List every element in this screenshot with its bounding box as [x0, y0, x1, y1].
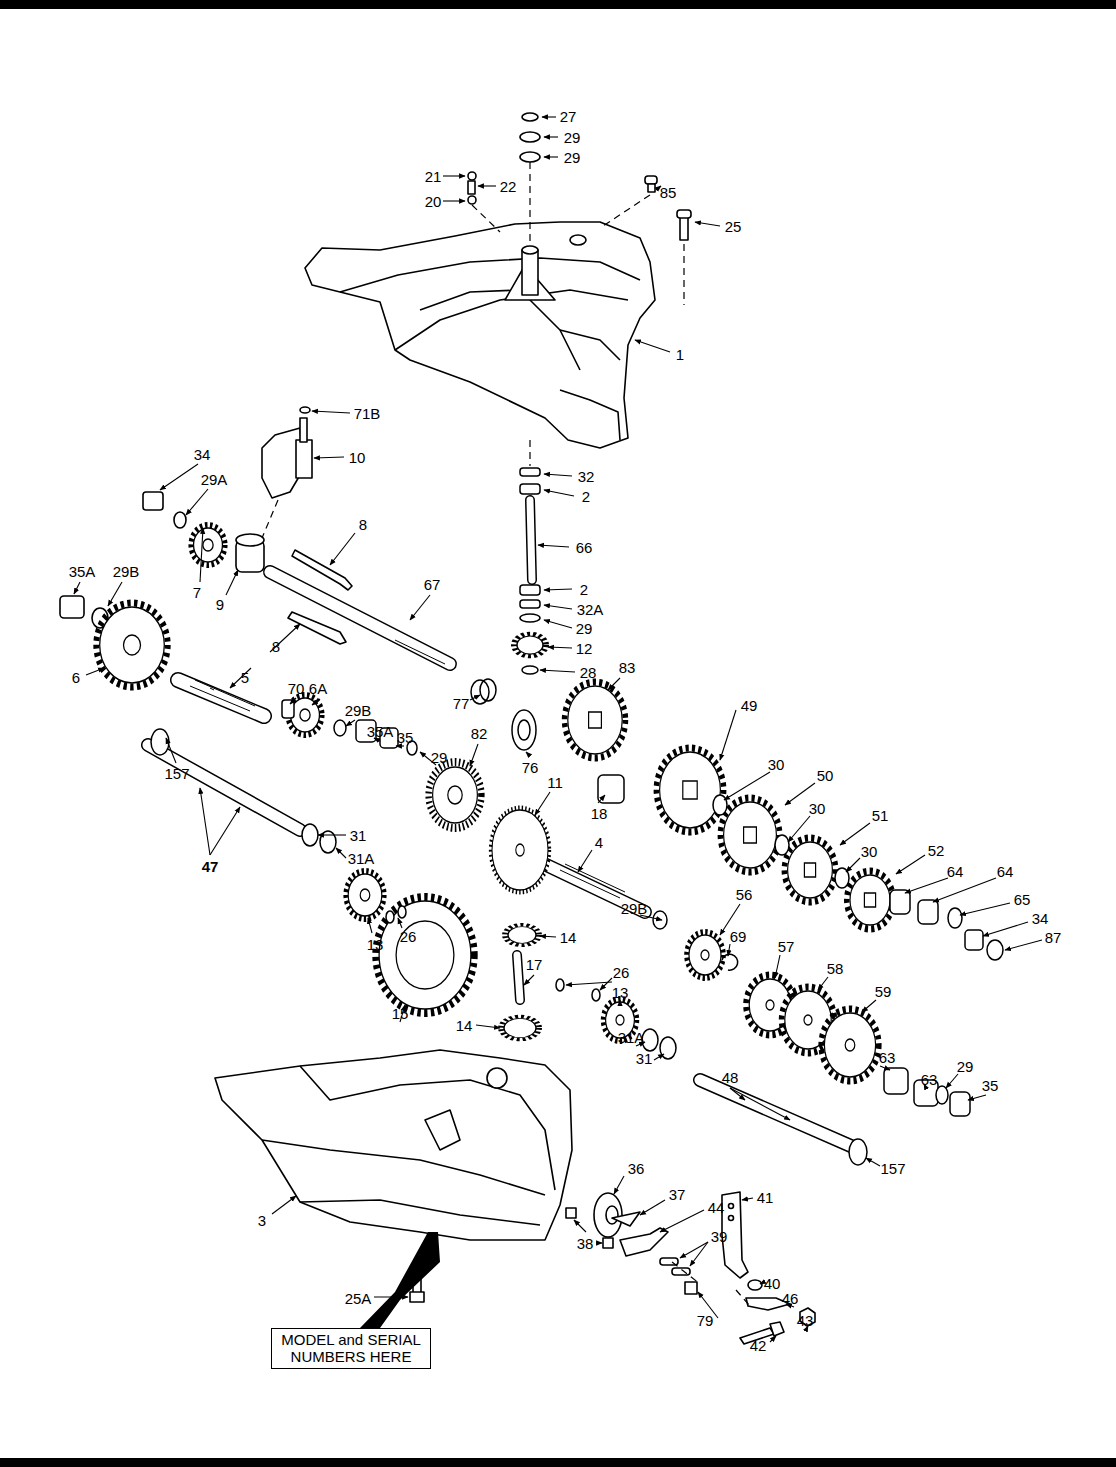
callout-number: 35A: [367, 724, 394, 739]
callout-number: 87: [1045, 930, 1062, 945]
callout-number: 70: [288, 681, 305, 696]
callout-number: 26: [613, 965, 630, 980]
callout-number: 32A: [577, 602, 604, 617]
callout-number: 3: [258, 1213, 266, 1228]
callout-number: 27: [560, 109, 577, 124]
callout-number: 41: [757, 1190, 774, 1205]
callout-number: 20: [425, 194, 442, 209]
callout-number: 49: [741, 698, 758, 713]
callout-number: 46: [782, 1291, 799, 1306]
callout-number: 30: [809, 801, 826, 816]
callout-number: 35: [982, 1078, 999, 1093]
callout-number: 67: [424, 577, 441, 592]
callout-number: 15: [392, 1006, 409, 1021]
label-box: MODEL and SERIAL NUMBERS HERE: [271, 1328, 431, 1369]
callout-number: 51: [872, 808, 889, 823]
callout-number: 31A: [348, 851, 375, 866]
callout-number: 29: [957, 1059, 974, 1074]
callout-number: 69: [730, 929, 747, 944]
callout-number: 11: [547, 775, 563, 790]
callout-number: 56: [736, 887, 753, 902]
callout-number: 47: [202, 859, 219, 874]
callout-number: 34: [1032, 911, 1049, 926]
callout-number: 25: [725, 219, 742, 234]
callout-number: 48: [722, 1070, 739, 1085]
callout-number: 83: [619, 660, 636, 675]
callout-number: 35: [397, 730, 414, 745]
callout-number: 7: [193, 585, 201, 600]
callout-number: 29A: [201, 472, 228, 487]
callout-number: 157: [880, 1161, 905, 1176]
callout-number: 31: [636, 1051, 653, 1066]
callout-number: 59: [875, 984, 892, 999]
callout-number: 14: [456, 1018, 473, 1033]
callout-number: 14: [560, 930, 577, 945]
callout-number: 29: [564, 130, 581, 145]
callout-number: 22: [500, 179, 517, 194]
callout-number: 43: [797, 1313, 814, 1328]
callout-number: 29: [564, 150, 581, 165]
callout-number: 39: [711, 1229, 728, 1244]
callout-number: 6: [72, 670, 80, 685]
callout-number: 63: [921, 1072, 938, 1087]
callout-number: 5: [241, 670, 249, 685]
callout-number: 37: [669, 1187, 686, 1202]
callout-number: 36: [628, 1161, 645, 1176]
callout-number: 40: [764, 1276, 781, 1291]
callout-number: 85: [660, 185, 677, 200]
callout-number: 42: [750, 1338, 767, 1353]
callout-number: 13: [367, 937, 384, 952]
callout-number: 64: [997, 864, 1014, 879]
callout-number: 157: [164, 766, 189, 781]
callout-number: 65: [1014, 892, 1031, 907]
callout-number: 44: [708, 1200, 725, 1215]
callout-number: 18: [591, 806, 608, 821]
callout-number: 12: [576, 641, 593, 656]
callout-number: 77: [453, 696, 470, 711]
callout-number: 2: [580, 582, 588, 597]
callout-number: 29: [576, 621, 593, 636]
callout-number: 8: [272, 639, 280, 654]
callout-number: 2: [582, 489, 590, 504]
callout-number: 58: [827, 961, 844, 976]
callout-number: 25A: [345, 1291, 372, 1306]
callout-number: 82: [471, 726, 488, 741]
callout-number: 63: [879, 1050, 896, 1065]
callout-number: 4: [595, 835, 603, 850]
callout-number: 31: [350, 828, 367, 843]
callout-number: 21: [425, 169, 442, 184]
callout-number: 17: [526, 957, 543, 972]
callout-number: 31A: [618, 1030, 645, 1045]
callout-number: 26: [400, 929, 417, 944]
callout-number: 8: [359, 517, 367, 532]
callout-number: 28: [580, 665, 597, 680]
callout-number: 35A: [69, 564, 96, 579]
callout-number: 76: [522, 760, 539, 775]
callout-number: 29: [431, 750, 448, 765]
callout-number: 50: [817, 768, 834, 783]
callout-number: 9: [216, 597, 224, 612]
callout-number: 29B: [345, 703, 372, 718]
callout-number: 71B: [354, 406, 381, 421]
callout-number: 57: [778, 939, 795, 954]
callout-number: 52: [928, 843, 945, 858]
callout-number: 13: [612, 985, 629, 1000]
callout-number: 10: [349, 450, 366, 465]
callout-number: 30: [861, 844, 878, 859]
callout-number: 1: [676, 347, 684, 362]
box-text: MODEL and SERIAL NUMBERS HERE: [278, 1331, 424, 1366]
callout-number: 29B: [621, 901, 648, 916]
callout-number: 34: [194, 447, 211, 462]
callout-number: 79: [697, 1313, 714, 1328]
callout-number: 32: [578, 469, 595, 484]
callout-number: 66: [576, 540, 593, 555]
callout-number: 30: [768, 757, 785, 772]
callout-number: 6A: [309, 681, 327, 696]
callout-number: 38: [577, 1236, 594, 1251]
callout-number: 29B: [113, 564, 140, 579]
callout-number: 64: [947, 864, 964, 879]
